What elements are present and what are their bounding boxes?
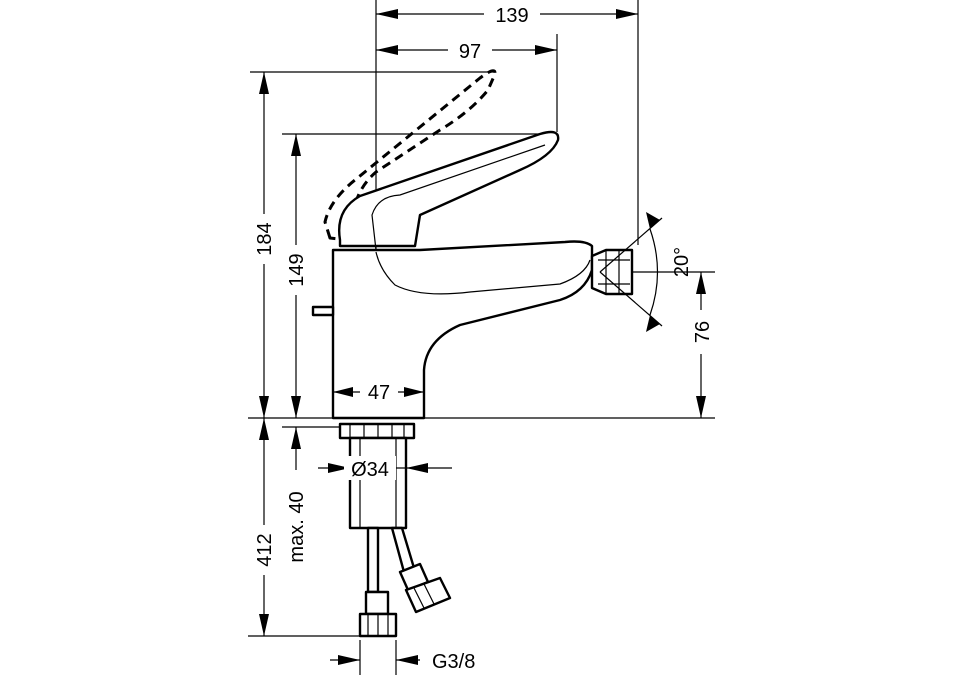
dimension-97: 97 [376, 38, 557, 63]
faucet-body [311, 130, 634, 420]
dimension-g3-8: G3/8 [330, 651, 475, 673]
mounting-shank-and-hoses [338, 422, 452, 638]
dimension-412-label: 412 [254, 533, 276, 566]
dimension-139: 139 [376, 2, 638, 27]
dimension-184-label: 184 [254, 222, 276, 255]
dimension-47: 47 [333, 380, 424, 404]
dimension-g3-8-label: G3/8 [432, 651, 475, 673]
dimension-139-label: 139 [495, 5, 528, 27]
dimension-149: 149 [284, 134, 308, 418]
dimension-diameter-34-label: Ø34 [351, 459, 389, 481]
dimension-diameter-34: Ø34 [318, 456, 452, 481]
dimension-47-label: 47 [368, 382, 390, 404]
dimension-412: 412 [252, 418, 276, 636]
lever-raised-position-outline [323, 69, 497, 242]
extension-lines [248, 0, 715, 675]
dimension-20-degree: 20° [599, 212, 693, 332]
dimension-76: 76 [689, 272, 714, 418]
dimension-20-degree-label: 20° [671, 247, 693, 277]
dimension-max-40-label: max. 40 [286, 491, 308, 562]
dimension-184: 184 [252, 72, 276, 418]
dimension-149-label: 149 [286, 253, 308, 286]
dimension-97-label: 97 [459, 41, 481, 63]
dimension-max-40: max. 40 [284, 427, 308, 574]
dimension-76-label: 76 [692, 321, 714, 343]
